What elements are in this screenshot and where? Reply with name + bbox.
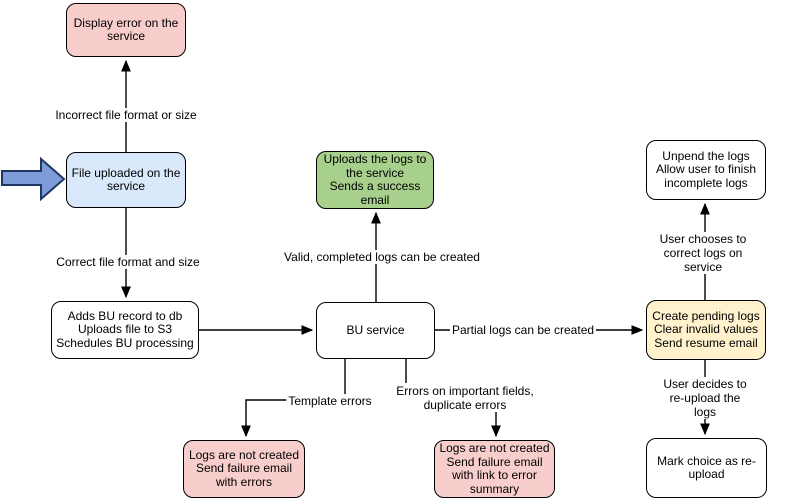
node-adds-bu-record-label: Adds BU record to db Uploads file to S3 … [56, 308, 194, 350]
edge-label-correct-on-service: User chooses to correct logs on service [654, 232, 752, 274]
node-uploads-logs: Uploads the logs to the service Sends a … [316, 151, 434, 209]
edge-label-reupload: User decides to re-upload the logs [657, 377, 753, 419]
node-uploads-logs-label: Uploads the logs to the service Sends a … [323, 152, 427, 207]
node-display-error-label: Display error on the service [73, 15, 179, 43]
edge-label-incorrect-format: Incorrect file format or size [53, 108, 199, 122]
node-create-pending-logs: Create pending logs Clear invalid values… [646, 300, 766, 360]
node-unpend-logs-label: Unpend the logs Allow user to finish inc… [655, 148, 757, 190]
node-unpend-logs: Unpend the logs Allow user to finish inc… [646, 140, 766, 200]
start-arrow-icon [1, 156, 66, 202]
edge-label-correct-format: Correct file format and size [54, 255, 202, 269]
node-adds-bu-record: Adds BU record to db Uploads file to S3 … [51, 301, 199, 359]
edge-label-valid-logs: Valid, completed logs can be created [282, 250, 482, 264]
node-logs-not-created-errors: Logs are not created Send failure email … [183, 440, 305, 498]
node-display-error: Display error on the service [66, 3, 186, 57]
node-file-uploaded-label: File uploaded on the service [71, 165, 181, 193]
edge-label-template-errors: Template errors [286, 394, 374, 408]
node-create-pending-logs-label: Create pending logs Clear invalid values… [652, 308, 760, 350]
node-file-uploaded: File uploaded on the service [66, 152, 186, 208]
node-bu-service-label: BU service [346, 322, 405, 337]
node-logs-not-created-errors-label: Logs are not created Send failure email … [188, 447, 300, 489]
node-mark-reupload: Mark choice as re- upload [646, 438, 767, 498]
edge-label-partial-logs: Partial logs can be created [449, 323, 597, 337]
node-bu-service: BU service [316, 302, 435, 359]
edge-label-important-fields: Errors on important fields, duplicate er… [394, 384, 536, 412]
node-logs-not-created-summary-label: Logs are not created Send failure email … [439, 441, 550, 496]
node-logs-not-created-summary: Logs are not created Send failure email … [434, 440, 555, 498]
node-mark-reupload-label: Mark choice as re- upload [657, 453, 756, 481]
